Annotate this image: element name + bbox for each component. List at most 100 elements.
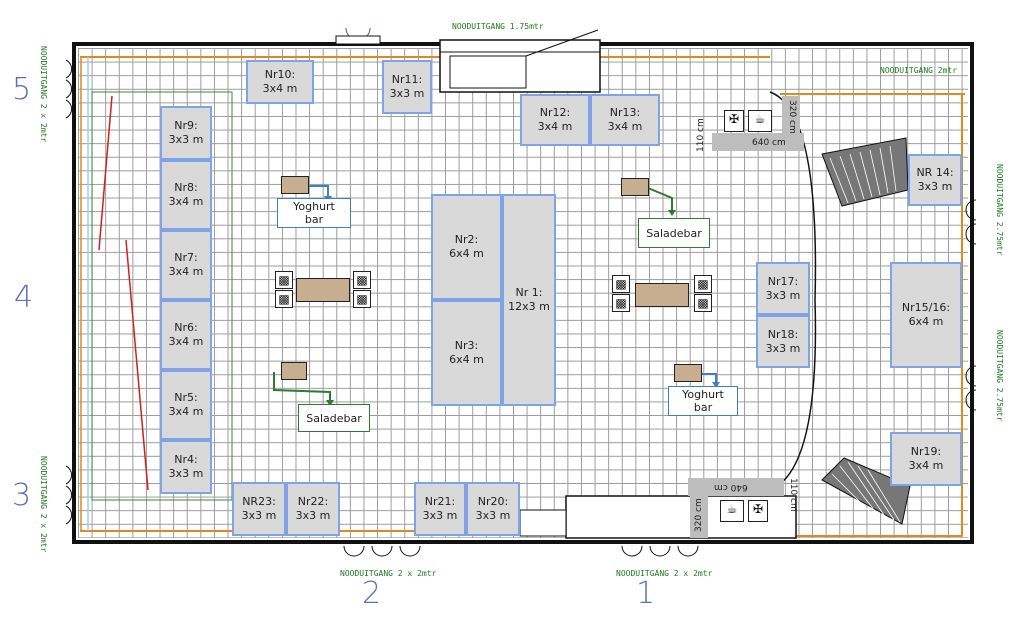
entrance-number-5: 5 [12,72,32,107]
chair-icon: ▩ [694,275,712,293]
booth-nr11[interactable]: Nr11:3x3 m [382,60,432,114]
coffee-icon: ☕ [748,110,772,132]
booth-name: Nr17: [767,274,799,288]
booth-size: 3x3 m [295,509,331,522]
dim-bottom-110: 110 cm [788,478,798,512]
booth-size: 3x3 m [765,288,801,302]
booth-size: 3x4 m [168,265,204,278]
booth-nr22[interactable]: Nr22:3x3 m [286,482,340,536]
booth-name: Nr12: [539,106,571,119]
dim-top-320: 320 cm [787,100,797,134]
booth-size: 3x3 m [168,467,204,480]
chair-icon: ▩ [353,290,371,308]
yoghurt-counter-right [674,364,702,382]
booth-nr8[interactable]: Nr8:3x4 m [160,160,212,230]
booth-name: Nr18: [767,327,799,341]
exit-label-left-bottom: NOODUITGANG 2 x 2mtr [39,456,48,553]
exit-label-top-right: NOODUITGANG 2mtr [880,66,958,75]
booth-size: 3x4 m [908,459,944,472]
booth-size: 3x3 m [475,509,511,522]
service-counter-top [712,133,804,151]
chair-icon: ▩ [353,271,371,289]
dim-bottom-320: 320 cm [694,498,704,532]
exit-label-right-bottom: NOODUITGANG 2.75mtr [995,330,1004,422]
cutlery-icon: ✠ [724,110,744,132]
booth-nr13[interactable]: Nr13:3x4 m [590,94,660,146]
exit-label-right-top: NOODUITGANG 2.75mtr [995,164,1004,256]
booth-name: NR 14: [916,166,954,179]
booth-nr18[interactable]: Nr18:3x3 m [756,315,810,368]
table-right [635,283,689,307]
yoghurt-bar-right-label: Yoghurt bar [668,386,738,416]
booth-name: Nr5: [174,391,198,404]
booth-name: Nr10: [264,68,296,81]
booth-nr4[interactable]: Nr4:3x3 m [160,440,212,494]
booth-nr1[interactable]: Nr 1:12x3 m [502,194,556,406]
booth-nr23[interactable]: NR23:3x3 m [232,482,286,536]
booth-name: Nr15/16: [901,301,951,314]
booth-size: 6x4 m [908,315,944,328]
booth-size: 3x3 m [168,133,204,146]
entrance-number-2: 2 [362,576,382,611]
booth-nr5[interactable]: Nr5:3x4 m [160,370,212,440]
dim-bottom-640: 640 cm [714,482,748,492]
booth-nr9[interactable]: Nr9:3x3 m [160,106,212,160]
salad-counter-right [621,178,649,196]
booth-nr21[interactable]: Nr21:3x3 m [414,482,466,536]
booth-nr14[interactable]: NR 14:3x3 m [908,154,962,206]
chair-icon: ▩ [275,271,293,289]
booth-name: Nr9: [174,119,198,132]
booth-name: Nr 1: [515,286,543,299]
service-counter-top-side [782,96,800,136]
table-left [296,278,350,302]
exit-label-bottom-right: NOODUITGANG 2 x 2mtr [616,569,713,578]
booth-nr20[interactable]: Nr20:3x3 m [466,482,520,536]
entrance-number-3: 3 [12,478,32,513]
cutlery-icon: ✠ [748,500,768,522]
yoghurt-counter-left [281,176,309,194]
dim-top-110: 110 cm [696,118,706,152]
booth-nr15-16[interactable]: Nr15/16:6x4 m [890,262,962,368]
booth-size: 3x4 m [168,405,204,418]
booth-nr3[interactable]: Nr3:6x4 m [431,300,502,406]
booth-name: Nr8: [174,181,198,194]
booth-nr12[interactable]: Nr12:3x4 m [520,94,590,146]
booth-nr17[interactable]: Nr17:3x3 m [756,262,810,315]
booth-size: 3x3 m [241,509,277,522]
chair-icon: ▩ [275,290,293,308]
exit-label-bottom-left: NOODUITGANG 2 x 2mtr [340,569,437,578]
entrance-number-1: 1 [636,576,656,611]
booth-size: 3x4 m [262,82,298,95]
booth-size: 3x4 m [537,120,573,133]
booth-name: Nr7: [174,251,198,264]
saladebar-left-label: Saladebar [298,404,370,432]
exit-label-top: NOODUITGANG 1.75mtr [452,22,544,31]
booth-nr10[interactable]: Nr10:3x4 m [246,60,314,104]
booth-nr7[interactable]: Nr7:3x4 m [160,230,212,300]
chair-icon: ▩ [612,275,630,293]
booth-nr6[interactable]: Nr6:3x4 m [160,300,212,370]
chair-icon: ▩ [612,294,630,312]
service-counter-bottom-side [690,494,708,538]
booth-size: 3x3 m [917,180,953,193]
booth-nr19[interactable]: Nr19:3x4 m [890,432,962,486]
booth-size: 12x3 m [508,300,550,313]
service-counter-bottom [688,478,784,496]
booth-size: 3x4 m [607,120,643,133]
booth-name: Nr11: [391,73,423,86]
booth-nr2[interactable]: Nr2:6x4 m [431,194,502,300]
booth-name: Nr2: [454,233,479,246]
booth-size: 6x4 m [449,353,484,366]
entrance-number-4: 4 [14,280,34,315]
salad-counter-left [281,362,307,380]
exit-label-left-top: NOODUITGANG 2 x 2mtr [39,46,48,143]
booth-name: NR23: [242,495,276,508]
booth-name: Nr6: [174,321,198,334]
booth-name: Nr21: [424,495,456,508]
booth-size: 3x3 m [422,509,458,522]
dim-top-640: 640 cm [752,138,786,148]
booth-size: 6x4 m [449,247,484,260]
yoghurt-bar-left-label: Yoghurt bar [277,198,351,228]
